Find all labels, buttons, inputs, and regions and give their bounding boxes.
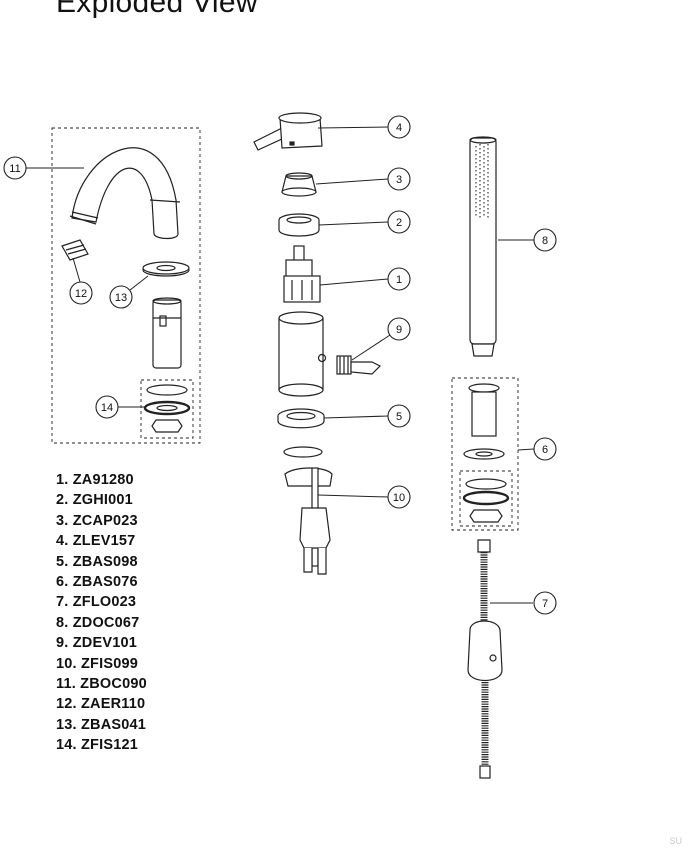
aerator-part [61, 239, 89, 261]
callout-11 [3, 156, 27, 180]
part-item: 1. ZA91280 [56, 472, 134, 488]
callout-label-3: 3 [396, 174, 402, 186]
mixer-body-part [278, 311, 327, 397]
shower-handset-part [469, 136, 497, 357]
callout-label-13: 13 [115, 292, 127, 304]
callout-label-10: 10 [393, 492, 405, 504]
handset-holder-group-box [451, 377, 519, 531]
callout-12 [69, 281, 93, 305]
part-item: 3. ZCAP023 [56, 512, 138, 529]
handset-holder-part [462, 383, 510, 523]
callouts [3, 115, 557, 615]
watermark: SU [669, 836, 682, 846]
callout-label-2: 2 [396, 217, 402, 229]
callout-1 [387, 267, 411, 291]
spout-stem-part [152, 297, 182, 369]
spout-fixing-kit-part [143, 384, 191, 433]
part-item: 5. ZBAS098 [56, 553, 138, 570]
callout-label-11: 11 [9, 163, 20, 175]
callout-2 [387, 210, 411, 234]
callout-4 [387, 115, 411, 139]
part-item: 4. ZLEV157 [56, 533, 136, 550]
holder-fixing-kit-box [459, 470, 513, 527]
lever-part [253, 112, 323, 151]
part-item: 10. ZFIS099 [56, 655, 138, 672]
cartridge-part [283, 245, 321, 303]
callout-label-4: 4 [396, 122, 402, 134]
callout-label-12: 12 [75, 288, 87, 300]
part-item: 9. ZDEV101 [56, 635, 137, 652]
diverter-part [336, 355, 382, 375]
page-title: Exploded View [56, 0, 258, 19]
cap-part [281, 172, 317, 197]
callout-label-9: 9 [396, 324, 402, 336]
part-item: 11. ZBOC090 [56, 676, 147, 693]
callout-label-14: 14 [101, 402, 113, 414]
callout-13 [109, 285, 133, 309]
part-item: 6. ZBAS076 [56, 574, 138, 591]
callout-7 [533, 591, 557, 615]
spout-part [69, 147, 181, 240]
part-item: 14. ZFIS121 [56, 737, 138, 754]
parts-list: 1. ZA91280 2. ZGHI001 3. ZCAP023 4. ZLEV… [56, 470, 147, 756]
callout-label-7: 7 [542, 598, 548, 610]
callout-label-6: 6 [542, 444, 548, 456]
spout-washer-part [142, 261, 190, 277]
part-item: 8. ZDOC067 [56, 614, 140, 631]
part-item: 7. ZFLO023 [56, 594, 137, 611]
fixing-stud-part [284, 467, 333, 575]
callout-label-1: 1 [396, 274, 402, 286]
callout-label-8: 8 [542, 235, 548, 247]
callout-5 [387, 404, 411, 428]
callout-14 [95, 395, 119, 419]
part-item: 12. ZAER110 [56, 696, 146, 713]
o-ring-part [283, 446, 323, 458]
callout-10 [387, 485, 411, 509]
ring-nut-part [278, 213, 320, 237]
part-item: 13. ZBAS041 [56, 716, 147, 733]
callout-9 [387, 317, 411, 341]
callout-3 [387, 167, 411, 191]
part-item: 2. ZGHI001 [56, 492, 133, 509]
callout-8 [533, 228, 557, 252]
callout-6 [533, 437, 557, 461]
callout-label-5: 5 [396, 411, 402, 423]
leader-lines [25, 126, 535, 604]
spout-fixing-kit-box [140, 379, 194, 439]
base-ring-part [277, 408, 325, 429]
spout-group-box [51, 127, 201, 444]
shower-hose-part [467, 539, 503, 779]
